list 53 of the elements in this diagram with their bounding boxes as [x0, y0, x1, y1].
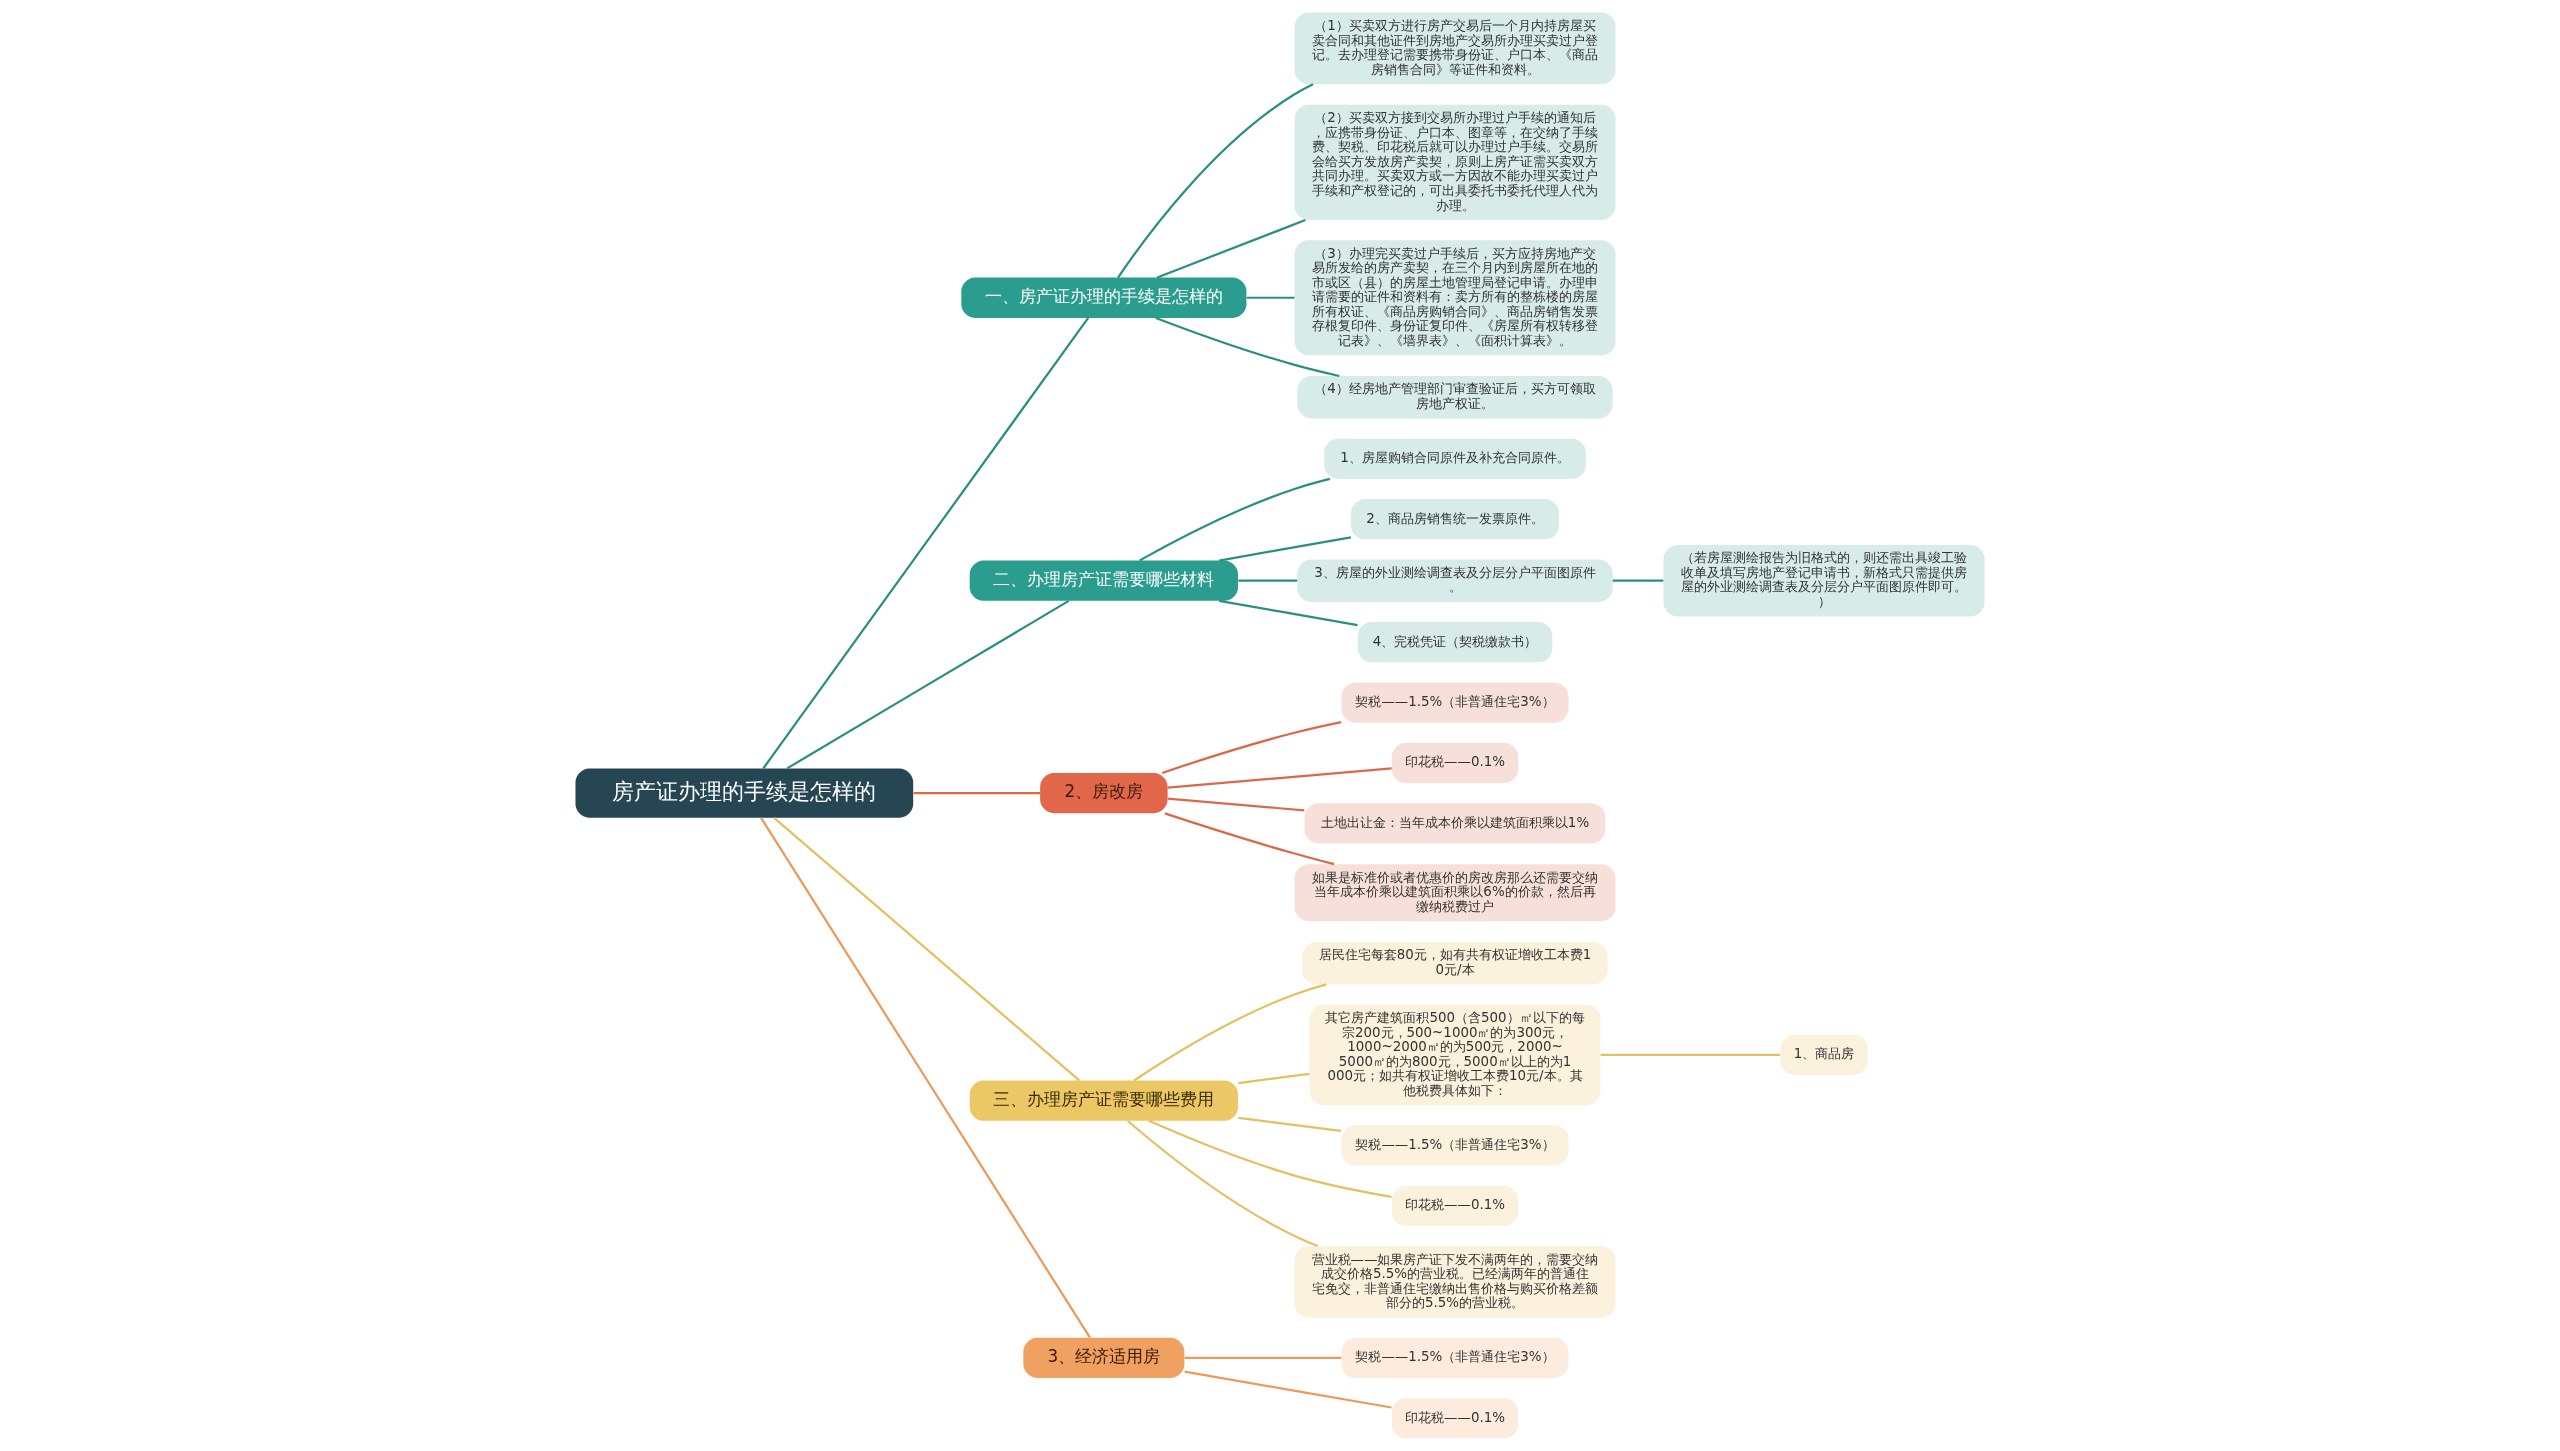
connector: [1246, 296, 1295, 299]
node-box: 印花税——0.1%: [1391, 1398, 1519, 1439]
connector: [760, 817, 1091, 1339]
connector: [1139, 477, 1331, 562]
node-box: 2、商品房销售统一发票原件。: [1351, 499, 1559, 540]
node-box: 居民住宅每套80元，如有共有权证增收工本费10元/本: [1302, 941, 1608, 985]
connector: [773, 816, 1080, 1082]
connector: [1148, 1119, 1392, 1198]
connector: [1156, 219, 1306, 279]
connector: [1117, 83, 1314, 279]
node-box: （1）买卖双方进行房产交易后一个月内持房屋买卖合同和其他证件到房地产交易所办理买卖过户登记。去办理登记需要携带身份证、户口本、《商品房销售合同》等证件和资料。: [1294, 12, 1616, 85]
node-box: 印花税——0.1%: [1391, 1185, 1519, 1226]
node-box: 二、办理房产证需要哪些材料: [969, 560, 1239, 601]
node-box: （2）买卖双方接到交易所办理过户手续的通知后，应携带身份证、户口本、图章等，在交纳了手续费、契税、印花税后就可以办理过户手续。交易所会给买方发放房产卖契，原则上房产证需买卖双方共同办理。买卖双方或一方因故不能办理买卖过户手续和产权登记的，可出具委托书委托代理人代为办理。: [1294, 104, 1616, 221]
node-box: 印花税——0.1%: [1391, 742, 1519, 784]
node-box: 契税——1.5%（非普通住宅3%）: [1341, 1125, 1569, 1166]
connector: [1184, 1370, 1392, 1409]
connector: [786, 599, 1070, 770]
node-box: 一、房产证办理的手续是怎样的: [961, 277, 1247, 318]
node-box: 三、办理房产证需要哪些费用: [969, 1080, 1239, 1121]
node-box: 契税——1.5%（非普通住宅3%）: [1341, 682, 1569, 723]
node-box: 3、房屋的外业测绘调查表及分层分户平面图原件。: [1297, 559, 1613, 602]
connector: [1161, 721, 1342, 775]
node-box: 1、房屋购销合同原件及补充合同原件。: [1324, 438, 1586, 479]
connector: [1133, 983, 1327, 1082]
node-box: 1、商品房: [1780, 1034, 1868, 1075]
connector: [1219, 536, 1352, 562]
node-box: （若房屋测绘报告为旧格式的，则还需出具竣工验收单及填写房地产登记申请书，新格式只需提供房屋的外业测绘调查表及分层分户平面图原件即可。）: [1663, 544, 1985, 617]
connector: [1184, 1356, 1342, 1359]
node-box: （4）经房地产管理部门审查验证后，买方可领取房地产权证。: [1297, 376, 1613, 419]
node-box: 营业税——如果房产证下发不满两年的，需要交纳成交价格5.5%的营业税。已经满两年的普通住宅免交，非普通住宅缴纳出售价格与购买价格差额部分的5.5%的营业税。: [1294, 1246, 1616, 1318]
node-box: 2、房改房: [1040, 773, 1168, 814]
connector: [1238, 1072, 1310, 1085]
connector: [762, 317, 1090, 769]
node-box: 如果是标准价或者优惠价的房改房那么还需要交纳当年成本价乘以建筑面积乘以6%的价款，然后再缴纳税费过户: [1294, 864, 1616, 922]
connector: [913, 792, 1040, 795]
connector: [1238, 579, 1298, 582]
connector: [1219, 599, 1358, 627]
node-box: 土地出让金：当年成本价乘以建筑面积乘以1%: [1304, 803, 1606, 844]
connector: [1600, 1053, 1781, 1056]
node-box: 3、经济适用房: [1023, 1337, 1185, 1379]
node-box: 契税——1.5%（非普通住宅3%）: [1341, 1337, 1569, 1379]
connector: [1612, 579, 1664, 582]
node-box: 4、完税凭证（契税缴款书）: [1357, 622, 1553, 663]
connector: [1238, 1116, 1342, 1133]
connector: [1155, 316, 1340, 378]
connector: [1167, 797, 1305, 812]
node-box: 房产证办理的手续是怎样的: [575, 768, 914, 818]
connector: [1164, 812, 1335, 866]
connector: [1127, 1120, 1318, 1248]
node-box: （3）办理完买卖过户手续后，买方应持房地产交易所发给的房产卖契，在三个月内到房屋所在地的市或区（县）的房屋土地管理局登记申请。办理申请需要的证件和资料有：卖方所有的整栋楼的房屋所有权证、《商品房购销合同》、商品房销售发票存根复印件、身份证复印件、《房屋所有权转移登记表》、《墙界表》、《面积计算表》。: [1294, 240, 1616, 356]
connector: [1167, 767, 1392, 789]
node-box: 其它房产建筑面积500（含500）㎡以下的每宗200元，500~1000㎡的为300元，1000~2000㎡的为500元，2000~5000㎡的为800元，5000㎡以上的为1000元；如共有权证增收工本费10元/本。其他税费具体如下：: [1309, 1004, 1601, 1106]
